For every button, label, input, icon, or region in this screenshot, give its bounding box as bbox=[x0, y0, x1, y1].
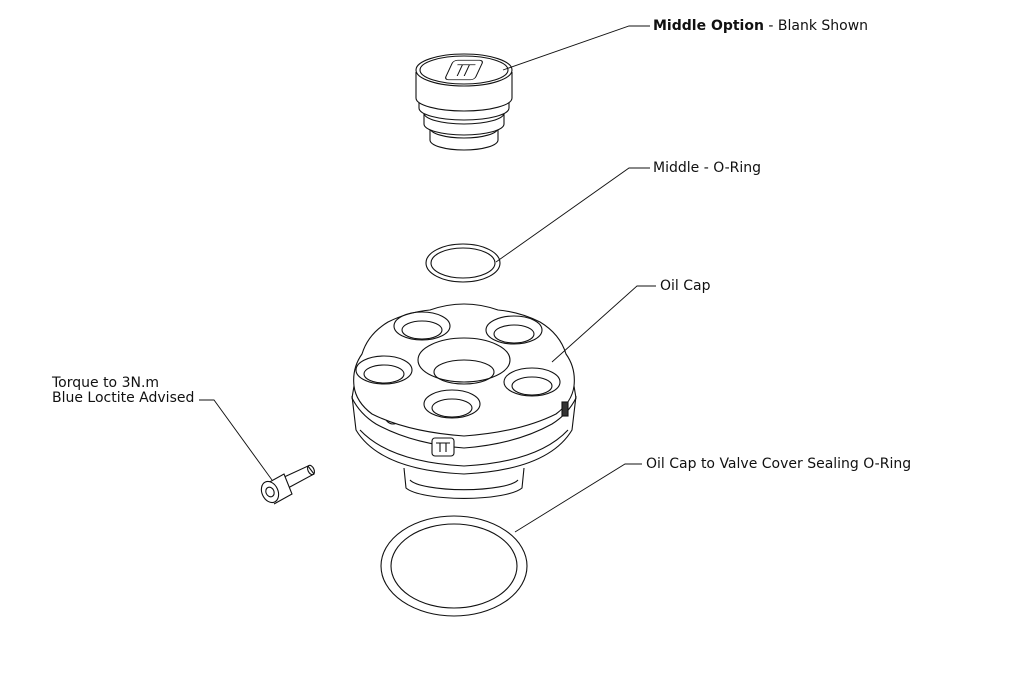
middle-plug-part bbox=[415, 53, 513, 151]
side-mark-icon bbox=[561, 401, 569, 417]
sealing-oring-part bbox=[380, 515, 528, 617]
middle-oring-callout: Middle - O-Ring bbox=[653, 160, 762, 176]
brand-logo-icon bbox=[445, 59, 483, 81]
torque-note: Torque to 3N.m bbox=[52, 375, 160, 391]
middle-option-title: Middle Option bbox=[653, 18, 764, 34]
middle-option-callout: Middle Option - Blank Shown bbox=[653, 18, 868, 34]
oil-cap-callout: Oil Cap bbox=[660, 278, 711, 294]
middle-option-subtitle: - Blank Shown bbox=[763, 18, 869, 34]
sealing-oring-callout: Oil Cap to Valve Cover Sealing O-Ring bbox=[646, 456, 912, 472]
bolt-callout: Torque to 3N.m Blue Loctite Advised bbox=[52, 376, 194, 406]
side-logo-icon bbox=[431, 437, 455, 457]
oil-cap-part bbox=[351, 303, 577, 499]
bolt-part bbox=[260, 464, 315, 505]
loctite-note: Blue Loctite Advised bbox=[52, 390, 195, 406]
middle-oring-part bbox=[425, 243, 501, 283]
leader-lines bbox=[199, 25, 656, 533]
